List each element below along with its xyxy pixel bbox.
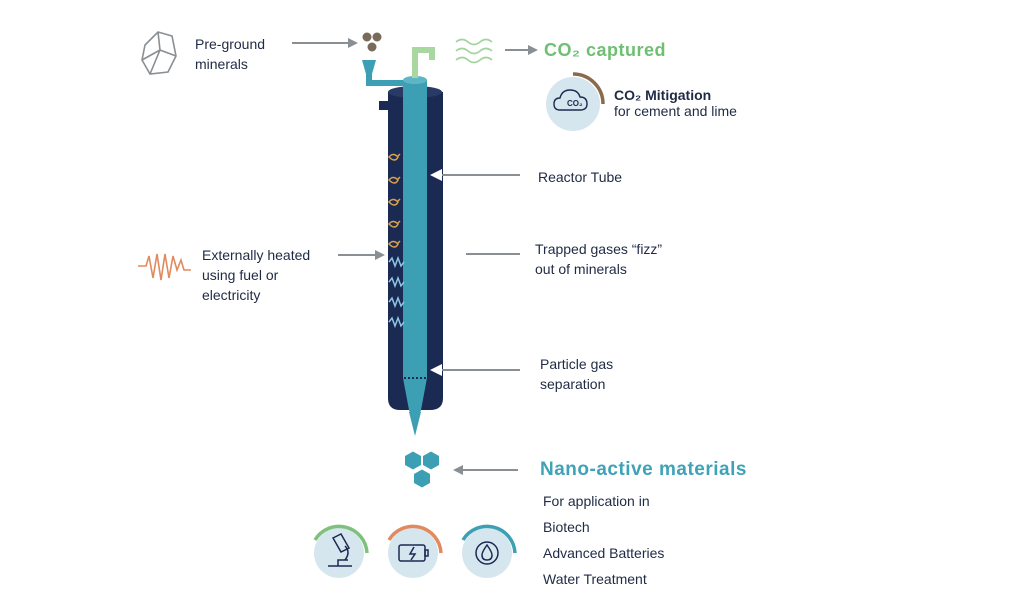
water-drop-icon [475, 541, 499, 565]
co2-mitigation-label: CO₂ Mitigation for cement and lime [614, 87, 737, 119]
mineral-particles [387, 153, 401, 248]
reactor-tube [403, 76, 427, 436]
rock-icon [141, 31, 177, 75]
co2-mitigation-badge [546, 72, 605, 131]
reactor-tube-label: Reactor Tube [538, 169, 623, 185]
minerals-label: Pre-ground minerals [195, 36, 266, 72]
exhaust-pipe [412, 47, 435, 78]
granules-icon [362, 32, 382, 52]
microscope-icon [328, 533, 352, 567]
mitigation-title: CO₂ Mitigation [614, 87, 712, 103]
microscope-badge [313, 524, 369, 578]
feed-funnel [362, 60, 406, 86]
battery-badge [387, 524, 443, 578]
heat-wave-icon [138, 253, 191, 281]
battery-icon [398, 544, 429, 562]
hexagons-icon [405, 451, 439, 488]
co2-cloud-icon [553, 89, 588, 111]
co2-icon-text: CO₂ [567, 99, 583, 108]
separation-label: Particle gas separation [540, 356, 614, 392]
heat-label: Externally heated using fuel or electric… [202, 247, 311, 303]
trapped-gases-label: Trapped gases “fizz” out of minerals [535, 241, 663, 277]
heating-coils [388, 255, 405, 329]
co2-captured-title: CO₂ captured [544, 40, 667, 60]
applications-intro: For application in [543, 493, 650, 509]
application-biotech: Biotech [543, 519, 590, 535]
application-water: Water Treatment [543, 571, 647, 587]
water-badge [461, 524, 517, 578]
applications-list: For application in Biotech Advanced Batt… [543, 488, 664, 592]
application-batteries: Advanced Batteries [543, 545, 665, 561]
gas-wave-icon [455, 38, 493, 64]
nano-materials-title: Nano-active materials [540, 459, 747, 480]
mitigation-subtitle: for cement and lime [614, 103, 737, 119]
